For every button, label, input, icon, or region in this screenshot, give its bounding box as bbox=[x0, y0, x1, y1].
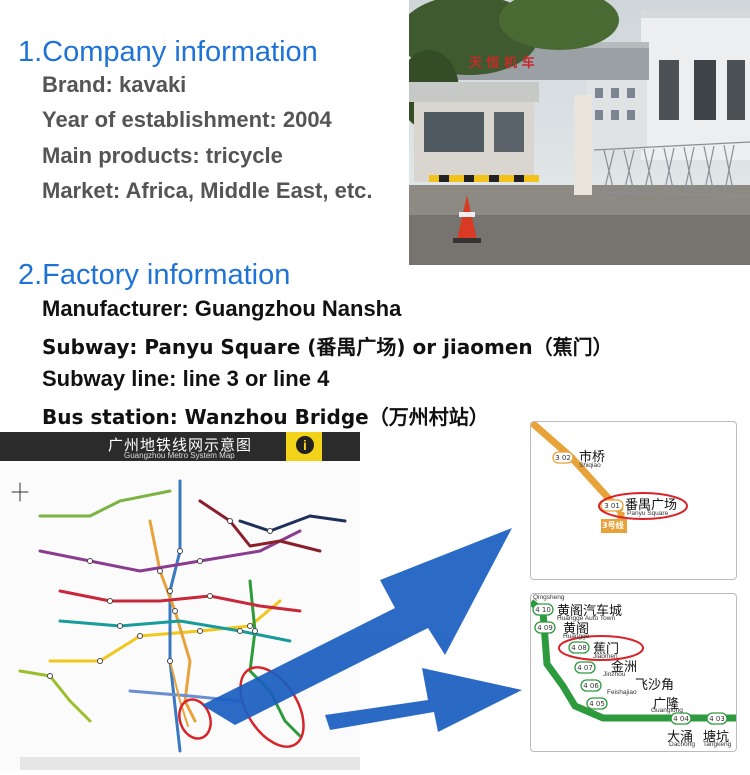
station-panyu-square-en: Panyu Square bbox=[627, 510, 669, 517]
station-jinzhou-en: Jinzhou bbox=[603, 671, 626, 678]
svg-text:4 08: 4 08 bbox=[571, 644, 587, 652]
metro-map bbox=[0, 461, 360, 770]
info-icon: i bbox=[296, 436, 314, 454]
map-header: 广州地铁线网示意图 Guangzhou Metro System Map i bbox=[0, 432, 360, 461]
factory-heading: 2.Factory information bbox=[18, 259, 291, 291]
manufacturer-text: Manufacturer: Guangzhou Nansha bbox=[42, 296, 402, 321]
station-dachong: 大涌 bbox=[667, 730, 694, 745]
station-huangge-auto-town: 黄阁汽车城 bbox=[557, 604, 623, 619]
station-feishajiao: 飞沙角 bbox=[635, 678, 675, 693]
bus-station-text: Bus station: Wanzhou Bridge（万州村站） bbox=[42, 405, 489, 429]
factory-photo: 天 恒 机 车 bbox=[409, 0, 750, 265]
svg-text:4 04: 4 04 bbox=[673, 715, 689, 723]
arrow-graphics bbox=[202, 528, 522, 732]
subway-text: Subway: Panyu Square (番禺广场) or jiaomen（蕉… bbox=[42, 335, 613, 359]
station-jiaomen: 蕉门 bbox=[593, 642, 620, 657]
svg-text:4 03: 4 03 bbox=[709, 715, 725, 723]
svg-text:3 01: 3 01 bbox=[604, 502, 620, 510]
line3-badge: 3号线 bbox=[602, 521, 624, 530]
map-title-cn: 广州地铁线网示意图 bbox=[108, 437, 253, 454]
inset-line4: 4 10 4 09 4 08 4 07 4 06 4 05 4 04 4 03 … bbox=[530, 593, 737, 752]
station-huangge: 黄阁 bbox=[563, 622, 590, 637]
photo-sign: 天 恒 机 车 bbox=[469, 56, 535, 71]
station-shiqiao-en: Shiqiao bbox=[579, 462, 601, 469]
market-text: Market: Africa, Middle East, etc. bbox=[42, 178, 373, 203]
station-jiaomen-en: Jiaomen bbox=[593, 653, 618, 660]
station-tangkeng-en: Tangkeng bbox=[703, 741, 732, 748]
inset-line3: 3 02 3 01 市桥 Shiqiao 番禺广场 Panyu Square 3… bbox=[530, 421, 737, 580]
year-text: Year of establishment: 2004 bbox=[42, 107, 332, 132]
arrow-to-line4-icon bbox=[325, 668, 522, 732]
station-jinzhou: 金洲 bbox=[611, 660, 638, 675]
svg-text:4 10: 4 10 bbox=[535, 606, 551, 614]
qingsheng-label: Qingsheng bbox=[533, 594, 565, 601]
products-text: Main products: tricycle bbox=[42, 143, 283, 168]
svg-text:4 05: 4 05 bbox=[589, 700, 605, 708]
station-panyu-square: 番禺广场 bbox=[625, 498, 678, 513]
svg-text:4 06: 4 06 bbox=[583, 682, 599, 690]
info-badge: i bbox=[286, 432, 322, 461]
company-heading: 1.Company information bbox=[18, 36, 318, 68]
station-tangkeng: 塘坑 bbox=[703, 730, 730, 745]
svg-text:4 09: 4 09 bbox=[537, 624, 553, 632]
arrow-to-line3-icon bbox=[202, 528, 512, 725]
subway-line-text: Subway line: line 3 or line 4 bbox=[42, 366, 330, 391]
station-feishajiao-en: Feishajiao bbox=[607, 689, 637, 696]
station-shiqiao: 市桥 bbox=[579, 450, 606, 465]
station-huangge-auto-town-en: Huangge Auto Town bbox=[557, 615, 616, 622]
svg-text:4 07: 4 07 bbox=[577, 664, 593, 672]
station-guanglong-en: Guanglong bbox=[651, 707, 683, 714]
station-dachong-en: Dachong bbox=[669, 741, 696, 748]
station-huangge-en: Huangge bbox=[563, 633, 590, 640]
brand-text: Brand: kavaki bbox=[42, 72, 187, 97]
station-guanglong: 广隆 bbox=[653, 697, 680, 712]
map-highlight-panyu bbox=[178, 698, 212, 740]
map-title-en: Guangzhou Metro System Map bbox=[124, 451, 235, 460]
svg-text:3 02: 3 02 bbox=[555, 454, 571, 462]
